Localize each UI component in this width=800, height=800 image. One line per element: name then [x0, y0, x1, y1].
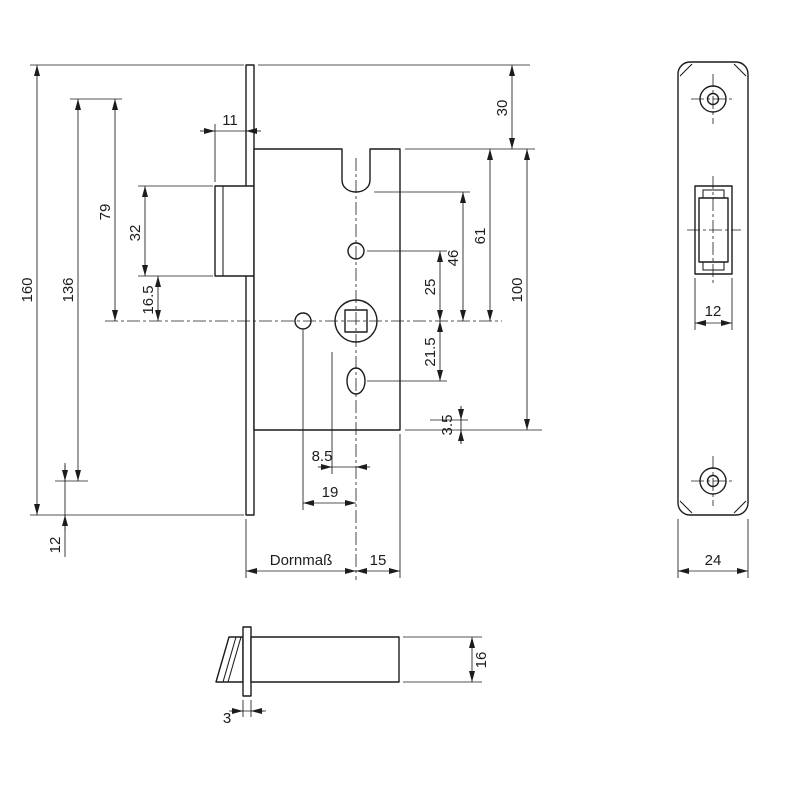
bevel-hatch-line: [227, 636, 242, 683]
dim-label-case-height: 100: [509, 277, 526, 302]
faceplate-outline: [677, 61, 749, 516]
main-side-view: [105, 64, 502, 580]
dim-label-follower-edge-offset: 8.5: [312, 448, 333, 465]
latch-detail-view: [215, 626, 400, 697]
dim-label-plate-end-offset: 12: [47, 537, 64, 554]
dim-label-latch-height: 32: [127, 225, 144, 242]
dim-label-latch-protrusion: 11: [222, 112, 238, 129]
latch-bolt-body: [250, 636, 400, 683]
spindle-square-hole: [344, 309, 368, 333]
main-view-dimensions: 160 136 12 79 32 16.5 11 30 61 46 25: [19, 64, 542, 578]
dim-label-plate-top-to-case: 30: [494, 100, 511, 117]
dim-label-plate-thickness: 3: [223, 710, 231, 727]
lock-case-outline: [253, 148, 401, 431]
corner-transition-line: [733, 63, 747, 77]
front-view-dimensions: 12 24: [677, 278, 749, 578]
latch-guide-bottom: [702, 261, 725, 271]
bevel-hatch-line: [222, 636, 237, 683]
dim-label-latch-to-spindle: 16.5: [140, 285, 157, 314]
corner-transition-line: [733, 500, 747, 514]
faceplate-edge-view: [245, 64, 255, 516]
faceplate-section: [242, 626, 252, 697]
dim-label-plate-length: 160: [19, 277, 36, 302]
dim-label-backset: Dornmaß: [270, 552, 333, 569]
dim-label-latch-opening-width: 12: [705, 303, 722, 320]
dim-label-latch-bolt-height: 16: [473, 652, 490, 669]
faceplate-front-view: [677, 61, 749, 516]
corner-transition-line: [679, 63, 693, 77]
dim-label-upper-hole-to-spindle: 25: [422, 279, 439, 296]
dim-label-lower-edge-detail: 3.5: [439, 415, 456, 436]
latch-bolt-side-view: [214, 185, 255, 277]
latch-detail-dimensions: 3 16: [223, 636, 490, 727]
corner-transition-line: [679, 500, 693, 514]
dim-label-case-top-to-spindle: 61: [472, 228, 489, 245]
dim-label-spindle-to-case-back: 15: [370, 552, 387, 569]
dim-label-spindle-to-lower-hole: 21.5: [422, 337, 439, 366]
dim-label-top-to-spindle: 79: [97, 204, 114, 221]
dim-label-slot-to-spindle: 46: [445, 250, 462, 267]
dim-label-aux-hole-to-spindle: 19: [322, 484, 339, 501]
dim-label-plate-width: 24: [705, 552, 722, 569]
dim-label-screw-spacing: 136: [60, 277, 77, 302]
